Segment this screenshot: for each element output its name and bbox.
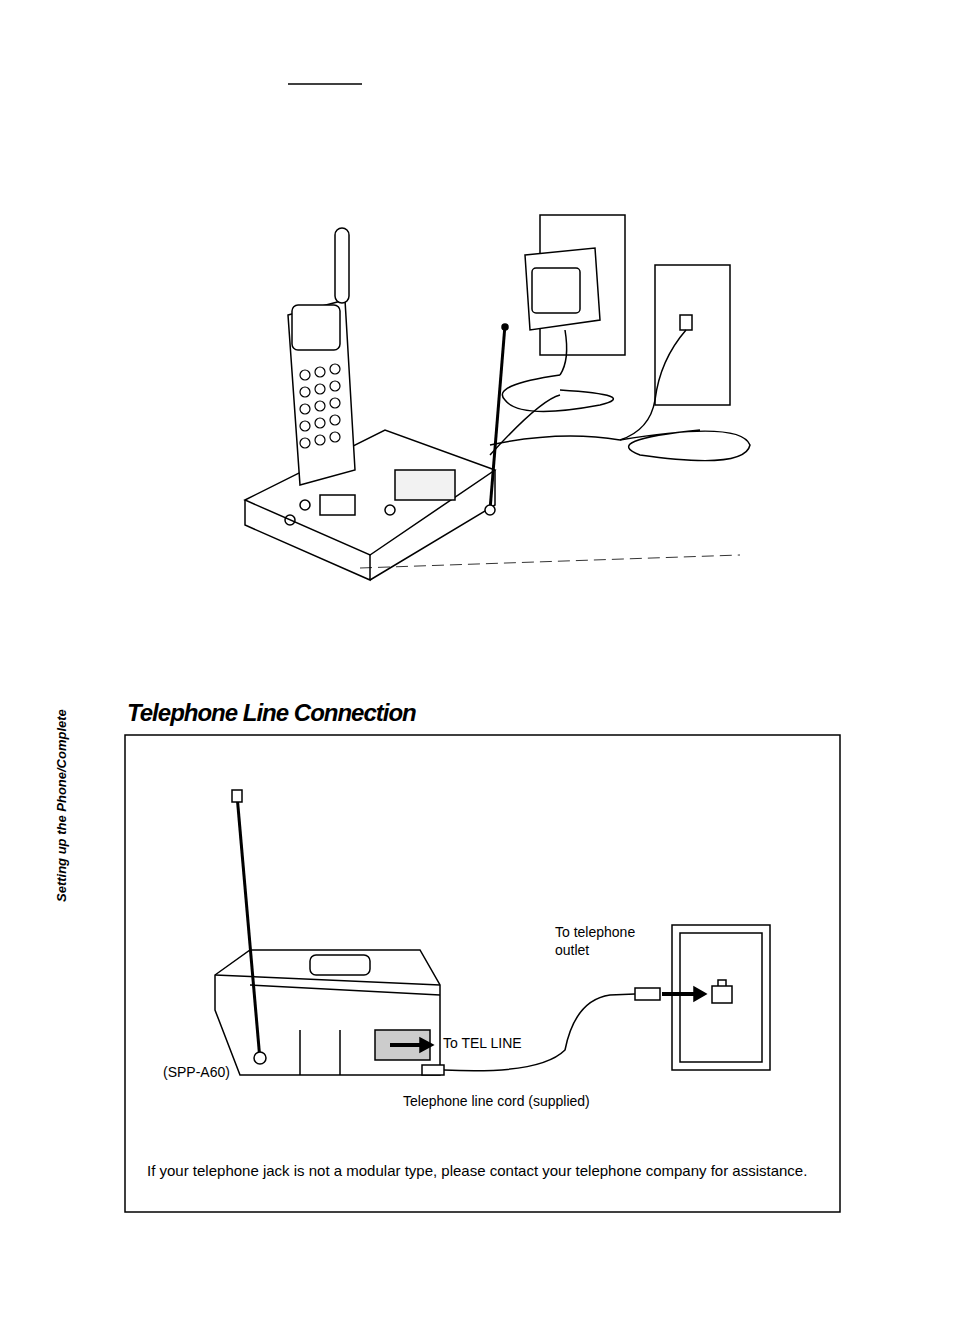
cord-label: Telephone line cord (supplied) <box>403 1092 590 1110</box>
section-title: Telephone Line Connection <box>127 697 416 728</box>
phone-setup-figure <box>245 215 750 580</box>
rule <box>288 83 362 85</box>
note-text: If your telephone jack is not a modular … <box>147 1160 819 1182</box>
sidebar-text: Setting up the Phone/Complete <box>54 709 71 902</box>
frame <box>125 735 840 1212</box>
port-label: To TEL LINE <box>443 1034 522 1052</box>
model-label: (SPP-A60) <box>163 1063 230 1081</box>
base-unit-figure <box>215 790 770 1075</box>
outlet-label: To telephone outlet <box>555 923 655 959</box>
